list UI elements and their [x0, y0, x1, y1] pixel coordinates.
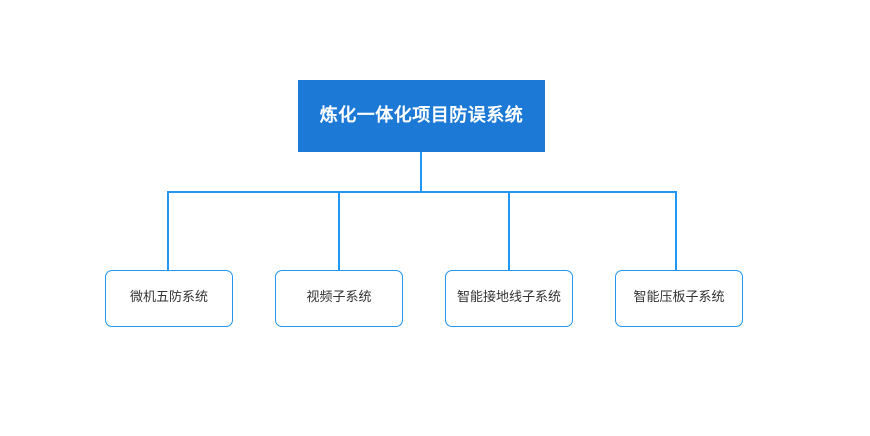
child-node-4-label: 智能压板子系统	[633, 290, 725, 306]
child-node-4[interactable]: 智能压板子系统	[615, 270, 743, 327]
child-node-2-label: 视频子系统	[306, 290, 372, 306]
child-node-1-label: 微机五防系统	[129, 290, 208, 306]
root-node[interactable]: 炼化一体化项目防误系统	[298, 80, 545, 152]
child-node-3-label: 智能接地线子系统	[456, 290, 561, 306]
child-node-1[interactable]: 微机五防系统	[105, 270, 233, 327]
root-node-label: 炼化一体化项目防误系统	[319, 105, 524, 127]
child-node-2[interactable]: 视频子系统	[275, 270, 403, 327]
child-node-3[interactable]: 智能接地线子系统	[445, 270, 573, 327]
